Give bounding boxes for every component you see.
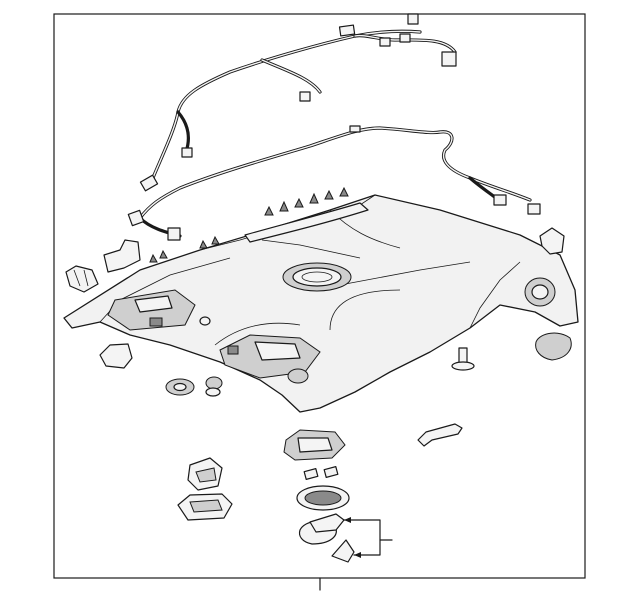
push-retainer [205, 376, 223, 397]
left-clip [65, 265, 99, 293]
clip-lower [331, 539, 355, 563]
grab-handle [417, 423, 463, 447]
cap [535, 332, 572, 361]
pin-clip [451, 347, 475, 371]
bulb-socket [296, 485, 350, 511]
upper-wiring-harness [139, 13, 457, 192]
clip-upper [309, 513, 345, 533]
headliner [63, 186, 579, 413]
dome-lamp [99, 343, 133, 369]
right-hook [177, 493, 233, 521]
callout-bracket [343, 517, 393, 558]
right-clip [539, 227, 565, 255]
left-bracket [103, 239, 141, 273]
bulb [303, 465, 339, 481]
lower-wiring-harness [127, 125, 541, 241]
bracket-plate [187, 457, 223, 491]
